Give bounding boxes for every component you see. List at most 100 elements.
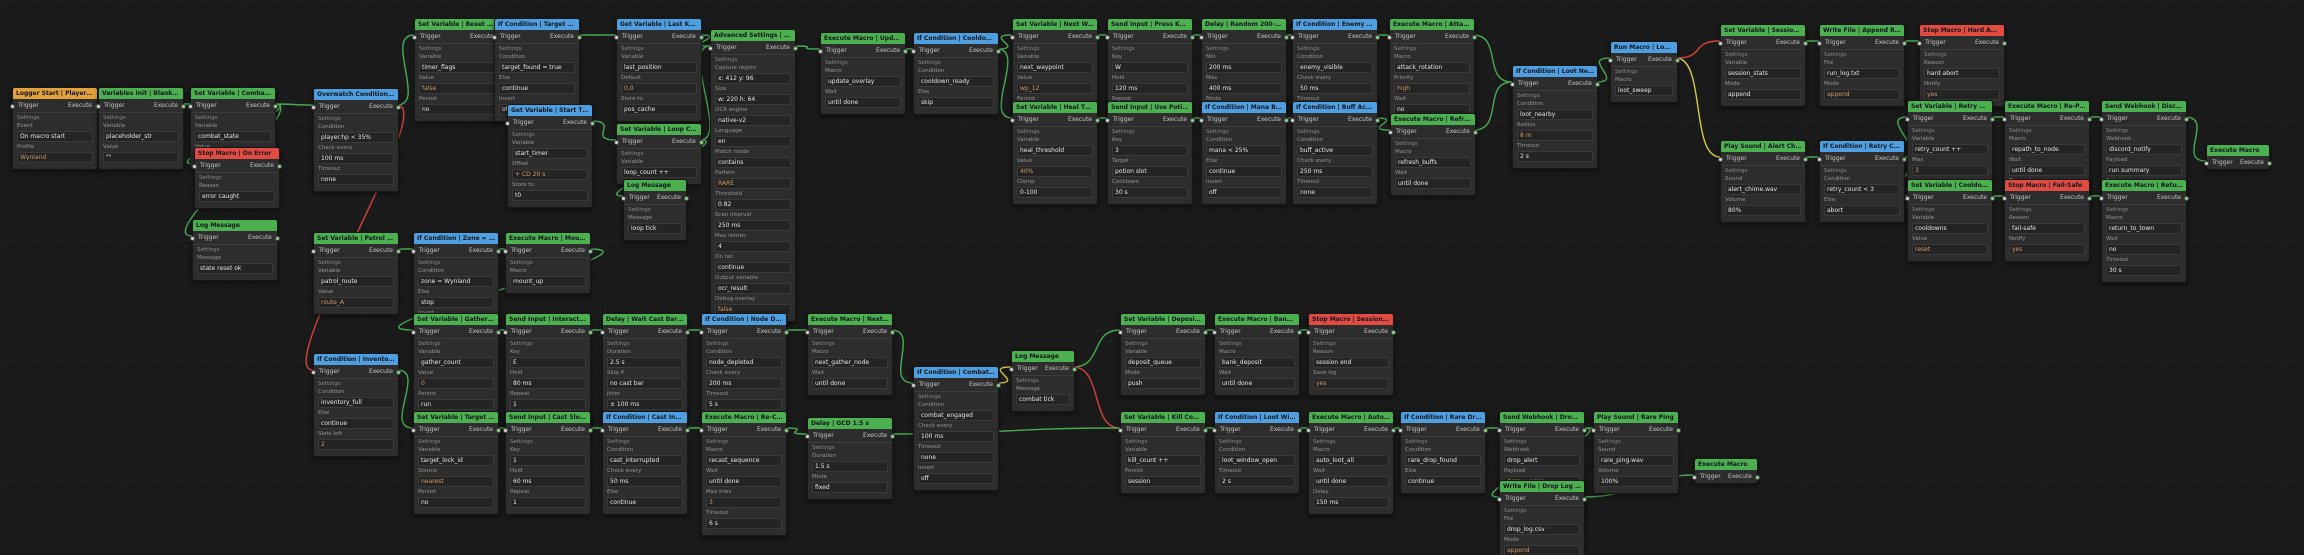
node-field[interactable]: Timeout 30 s [2106, 257, 2182, 276]
node-header[interactable]: If Condition | Buff Active [1293, 102, 1377, 113]
field-value[interactable]: attack_rotation [1394, 62, 1470, 73]
output-port-dot[interactable] [1483, 428, 1488, 433]
field-value[interactable]: high [1394, 83, 1470, 94]
input-port-dot[interactable] [2099, 117, 2104, 122]
output-port-dot[interactable] [1472, 35, 1477, 40]
output-port-dot[interactable] [1675, 58, 1680, 63]
node-field[interactable]: Clamp 0-100 [1017, 179, 1093, 198]
field-value[interactable]: no [418, 497, 494, 508]
output-port-dot[interactable] [275, 236, 280, 241]
field-value[interactable]: loot_nearby [1517, 109, 1593, 120]
output-port-dot[interactable] [2087, 196, 2092, 201]
field-value[interactable]: 2 s [1219, 476, 1295, 487]
input-port-dot[interactable] [1905, 196, 1910, 201]
node-field[interactable]: Invert off [1206, 179, 1282, 198]
field-value[interactable]: fail-safe [2009, 223, 2085, 234]
node-header[interactable]: Execute Macro | Mount Up [506, 233, 590, 244]
field-value[interactable]: continue [318, 418, 394, 429]
node-header[interactable]: Execute Macro | Re-Cast Sequence [702, 412, 786, 423]
field-value[interactable]: 50 ms [607, 476, 683, 487]
node-header[interactable]: Logger Start | Player to Knowledge Uploa… [13, 88, 97, 99]
input-port-dot[interactable] [805, 330, 810, 335]
node-header[interactable]: If Condition | Target Found = true [495, 19, 579, 30]
node-field[interactable]: Check every 200 ms [706, 370, 782, 389]
field-value[interactable]: player.hp < 35% [318, 132, 394, 143]
node-field[interactable]: Notify yes [2009, 236, 2085, 255]
field-value[interactable]: route_A [318, 297, 394, 308]
output-port-dot[interactable] [1375, 35, 1380, 40]
edge-wire-n4-n7[interactable] [396, 34, 415, 106]
node-n58[interactable]: Delay | GCD 1.5 s Trigger Execute Settin… [805, 417, 895, 500]
node-field[interactable]: Slots left 2 [318, 431, 394, 450]
input-port-dot[interactable] [1290, 35, 1295, 40]
output-port-dot[interactable] [1990, 117, 1995, 122]
node-field[interactable]: Variable kill_count ++ [1125, 447, 1201, 466]
node-field[interactable]: Macro return_to_town [2106, 215, 2182, 234]
node-field[interactable]: Timeout 2 s [1219, 468, 1295, 487]
node-header[interactable]: Stop Macro | On Error [195, 148, 279, 159]
node-n17[interactable]: Execute Macro | Attack Rotation Trigger … [1387, 18, 1477, 122]
node-header[interactable]: Execute Macro | Refresh Buffs [1391, 114, 1475, 125]
node-field[interactable]: Reason session end [1313, 349, 1389, 368]
output-port-dot[interactable] [396, 249, 401, 254]
node-field[interactable]: Size w: 220 h: 64 [715, 86, 791, 105]
field-value[interactable]: en [715, 136, 791, 147]
node-header[interactable]: Play Sound | Rare Ping [1594, 412, 1678, 423]
output-port-dot[interactable] [1297, 330, 1302, 335]
output-port-dot[interactable] [1072, 367, 1077, 372]
node-field[interactable]: Else stop [418, 289, 494, 308]
output-port-dot[interactable] [2184, 117, 2189, 122]
node-header[interactable]: If Condition | Combat Engaged [914, 367, 998, 378]
field-value[interactable]: none [918, 452, 994, 463]
output-port-dot[interactable] [890, 330, 895, 335]
field-value[interactable]: 30 s [2106, 265, 2182, 276]
node-field[interactable]: Condition node_depleted [706, 349, 782, 368]
node-n52[interactable]: If Condition | Combat Engaged Trigger Ex… [911, 366, 1001, 491]
node-field[interactable]: Mode push [1125, 370, 1201, 389]
field-value[interactable]: rare_ping.wav [1598, 455, 1674, 466]
node-field[interactable]: Condition zone = Wynland [418, 268, 494, 287]
node-field[interactable]: Volume 80% [1725, 197, 1801, 216]
edge-wire-n10-n11[interactable] [793, 45, 821, 50]
node-header[interactable]: Set Variable | Combat State Reload [191, 88, 275, 99]
node-field[interactable]: Wait until done [1395, 170, 1471, 189]
node-field[interactable]: Repeat 1 [510, 489, 586, 508]
input-port-dot[interactable] [2002, 196, 2007, 201]
node-field[interactable]: Value route_A [318, 289, 394, 308]
output-port-dot[interactable] [590, 121, 595, 126]
field-value[interactable]: 80% [1725, 205, 1801, 216]
field-value[interactable]: 100 ms [318, 153, 394, 164]
field-value[interactable]: E [510, 357, 586, 368]
node-header[interactable]: If Condition | Loot Nearby [1513, 66, 1597, 77]
field-value[interactable]: return_to_town [2106, 223, 2182, 234]
edge-wire-n48-n54[interactable] [396, 369, 414, 429]
node-field[interactable]: Key E [510, 349, 586, 368]
node-field[interactable]: Reason fail-safe [2009, 215, 2085, 234]
field-value[interactable]: session end [1313, 357, 1389, 368]
field-value[interactable]: until done [1395, 178, 1471, 189]
field-value[interactable]: timer_flags [419, 62, 495, 73]
node-field[interactable]: Scan interval 250 ms [715, 212, 791, 231]
node-header[interactable]: Send Webhook | Discord Notify [2102, 101, 2186, 112]
input-port-dot[interactable] [911, 49, 916, 54]
node-n48[interactable]: If Condition | Inventory Full Trigger Ex… [311, 353, 401, 457]
output-port-dot[interactable] [1582, 428, 1587, 433]
output-port-dot[interactable] [996, 49, 1001, 54]
field-value[interactable]: abort [1824, 205, 1900, 216]
node-field[interactable]: File drop_log.csv [1504, 516, 1580, 535]
node-field[interactable]: Else continue [318, 410, 394, 429]
node-field[interactable]: Default 0,0 [621, 75, 697, 94]
node-field[interactable]: Check every 50 ms [1297, 75, 1373, 94]
input-port-dot[interactable] [600, 330, 605, 335]
node-field[interactable]: Wait until done [706, 468, 782, 487]
field-value[interactable]: next_waypoint [1017, 62, 1093, 73]
node-field[interactable]: Hold 80 ms [510, 370, 586, 389]
input-port-dot[interactable] [699, 428, 704, 433]
node-n55[interactable]: Send Input | Cast Slot 1 Trigger Execute… [503, 411, 593, 515]
node-header[interactable]: Execute Macro [2207, 145, 2269, 156]
output-port-dot[interactable] [1284, 35, 1289, 40]
output-port-dot[interactable] [699, 140, 704, 145]
node-field[interactable]: Event On macro start [17, 123, 93, 142]
node-field[interactable]: Variable loop_count ++ [621, 159, 697, 178]
